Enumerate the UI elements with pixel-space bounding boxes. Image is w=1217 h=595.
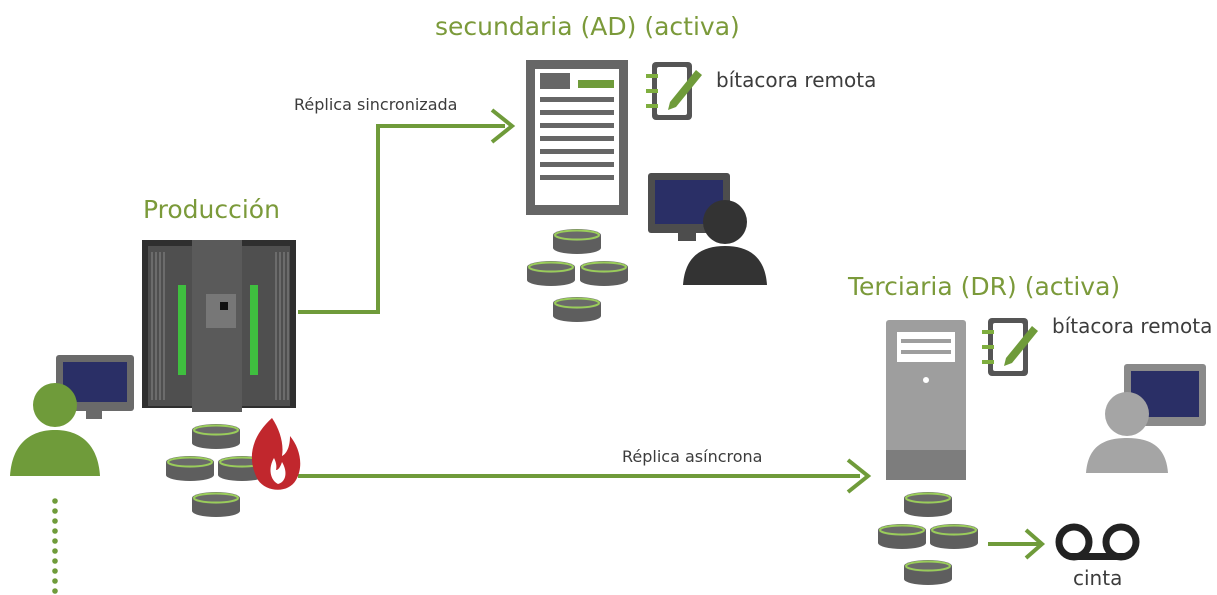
continuation-dots [52,498,58,594]
fire-icon [251,418,301,490]
tertiary-server-icon [886,320,966,480]
tertiary-site-title: Terciaria (DR) (activa) [848,272,1121,301]
tertiary-remote-log-notebook-icon [982,318,1038,376]
secondary-remote-log-notebook-icon [646,62,702,120]
secondary-server-icon [526,60,628,215]
tape-label: cinta [1073,566,1123,590]
sync-replica-label: Réplica sincronizada [294,95,458,114]
tertiary-database-icon [877,491,979,586]
secondary-remote-log-label: bítacora remota [716,68,877,92]
production-mainframe-icon [142,240,296,412]
production-monitor-icon [56,355,134,419]
tertiary-user-icon [1086,392,1168,473]
tape-icon [1055,523,1140,561]
secondary-database-icon [526,228,629,323]
tertiary-remote-log-label: bítacora remota [1052,314,1213,338]
production-database-icon [165,423,267,518]
async-replica-label: Réplica asíncrona [622,447,763,466]
production-user-icon [10,383,100,476]
async-replica-link [298,458,872,494]
production-site-title: Producción [143,195,280,224]
tape-link [988,528,1046,560]
sync-replica-link [298,108,516,314]
secondary-site-title: secundaria (AD) (activa) [435,12,740,41]
secondary-user-icon [683,200,767,285]
